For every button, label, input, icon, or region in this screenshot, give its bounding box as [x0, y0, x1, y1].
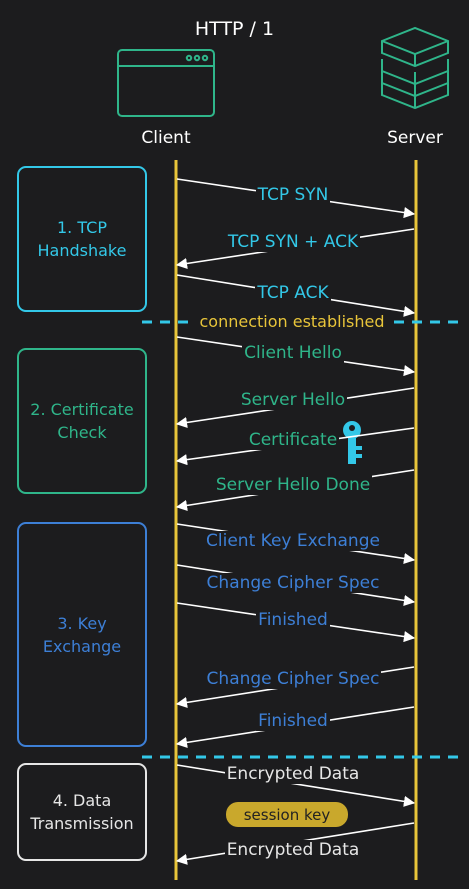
message-label: Change Cipher Spec [204, 669, 382, 689]
message-label: Server Hello [238, 390, 348, 410]
message-label: Server Hello Done [213, 475, 373, 495]
message-label: Finished [256, 610, 330, 630]
phase-tcp-handshake: 1. TCP Handshake [17, 166, 147, 312]
phase-data-line1: 4. Data [52, 791, 112, 810]
message-label: Finished [256, 711, 330, 731]
message-label: Client Key Exchange [204, 531, 382, 551]
message-label: Certificate [246, 430, 340, 450]
server-label: Server [387, 128, 443, 148]
server-stack-icon [381, 26, 449, 110]
connection-established-label: connection established [192, 312, 392, 331]
phase-cert-line2: Check [57, 423, 107, 442]
phase-key-line2: Exchange [42, 636, 122, 656]
phase-cert-line1: 2. Certificate [30, 400, 134, 419]
message-label: TCP SYN + ACK [225, 232, 361, 252]
message-label: Encrypted Data [224, 764, 362, 784]
session-key-label: session key [243, 805, 331, 824]
message-label: TCP SYN [255, 185, 331, 205]
browser-window-icon [117, 49, 215, 117]
diagram-title: HTTP / 1 [194, 18, 275, 40]
message-label: TCP ACK [255, 283, 331, 303]
message-label: Encrypted Data [224, 840, 362, 860]
message-arrow [176, 764, 416, 807]
phase-tcp-line1: 1. TCP [56, 218, 107, 237]
phase-tcp-line2: Handshake [37, 241, 127, 260]
session-key-badge: session key [226, 802, 348, 827]
client-label: Client [141, 128, 191, 148]
message-label: Client Hello [242, 343, 344, 363]
phase-data-line2: Transmission [30, 814, 134, 833]
message-label: Change Cipher Spec [204, 573, 382, 593]
phase-key-line1: 3. Key [57, 613, 107, 633]
